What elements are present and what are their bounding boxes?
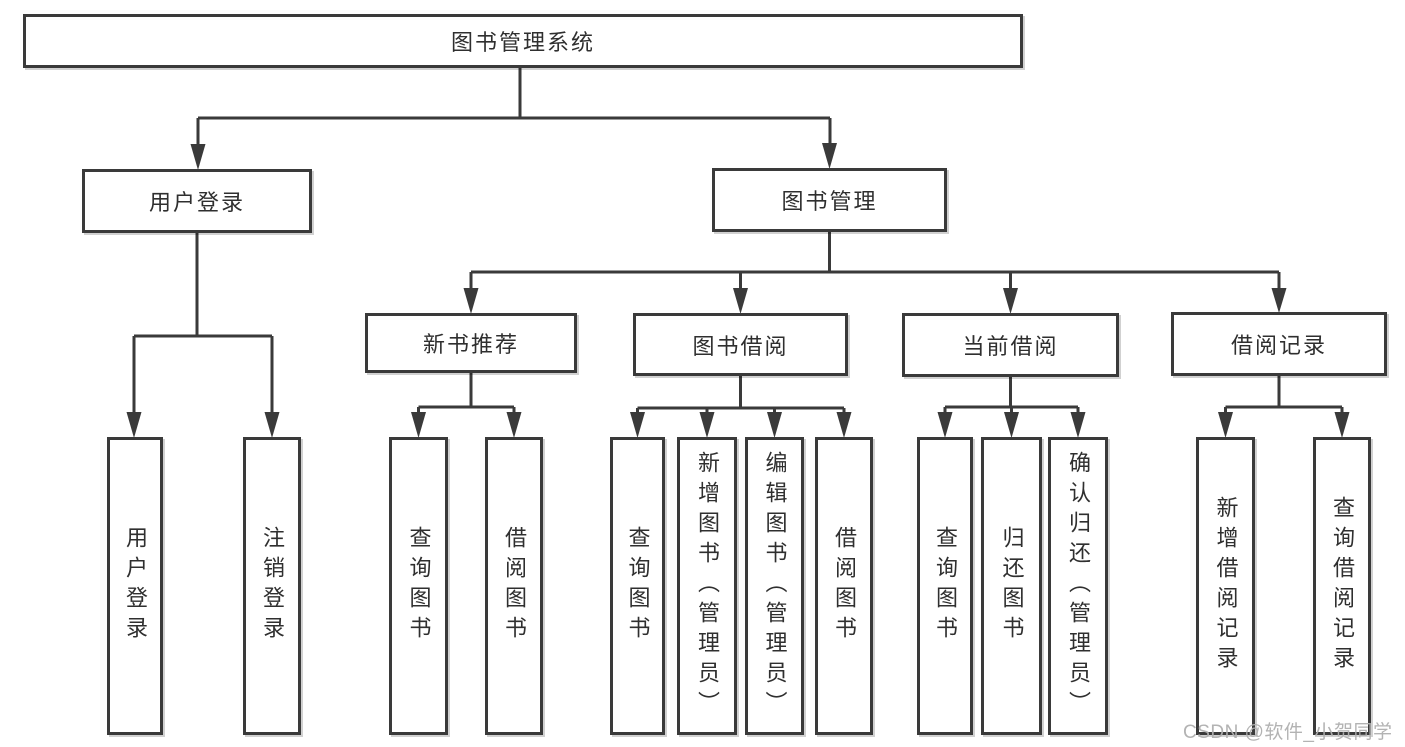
node-label: 图书借阅	[692, 333, 789, 359]
leaf-label: 查询借阅记录	[1330, 496, 1355, 676]
node-label: 用户登录	[148, 190, 245, 215]
node-book-borrowing: 图书借阅	[633, 313, 848, 376]
node-label: 图书管理系统	[450, 30, 595, 55]
leaf-borrow-lend-books: 借阅图书	[815, 437, 873, 735]
leaf-label: 编辑图书（管理员）	[762, 451, 788, 721]
leaf-borrow-edit-books-admin: 编辑图书（管理员）	[745, 437, 804, 735]
leaf-label: 确认归还（管理员）	[1066, 451, 1091, 721]
leaf-label: 查询图书	[406, 526, 432, 646]
leaf-label: 借阅图书	[832, 526, 857, 646]
leaf-label: 新增借阅记录	[1213, 496, 1239, 676]
node-label: 新书推荐	[422, 332, 519, 357]
leaf-logout: 注销登录	[243, 437, 301, 735]
arrowheads	[126, 143, 1350, 438]
leaf-user-login: 用户登录	[107, 437, 163, 735]
node-book-management: 图书管理	[712, 168, 947, 232]
leaf-label: 新增图书（管理员）	[695, 451, 720, 721]
leaf-records-query-record: 查询借阅记录	[1313, 437, 1371, 735]
leaf-current-confirm-return-admin: 确认归还（管理员）	[1048, 437, 1108, 735]
node-current-borrowing: 当前借阅	[902, 313, 1119, 377]
leaf-label: 借阅图书	[502, 526, 527, 646]
node-borrowing-records: 借阅记录	[1171, 312, 1387, 376]
leaf-label: 归还图书	[999, 526, 1025, 646]
leaf-borrow-add-books-admin: 新增图书（管理员）	[677, 437, 737, 735]
leaf-borrow-query-books: 查询图书	[610, 437, 665, 735]
leaf-label: 用户登录	[123, 526, 148, 646]
leaf-label: 查询图书	[933, 526, 958, 646]
node-label: 借阅记录	[1230, 333, 1327, 358]
node-label: 当前借阅	[962, 334, 1059, 359]
csdn-watermark: CSDN @软件_小贺同学	[1183, 722, 1393, 743]
leaf-current-query-books: 查询图书	[917, 437, 973, 735]
leaf-current-return-books: 归还图书	[981, 437, 1042, 735]
node-user-login: 用户登录	[82, 169, 312, 233]
leaf-label: 注销登录	[260, 526, 285, 646]
leaf-label: 查询图书	[625, 526, 651, 646]
node-new-book-recommend: 新书推荐	[365, 313, 577, 373]
node-label: 图书管理	[781, 189, 878, 214]
leaf-newbook-borrow-books: 借阅图书	[485, 437, 543, 735]
leaf-newbook-query-books: 查询图书	[389, 437, 448, 735]
node-system-root: 图书管理系统	[23, 14, 1023, 68]
leaf-records-add-record: 新增借阅记录	[1196, 437, 1255, 735]
